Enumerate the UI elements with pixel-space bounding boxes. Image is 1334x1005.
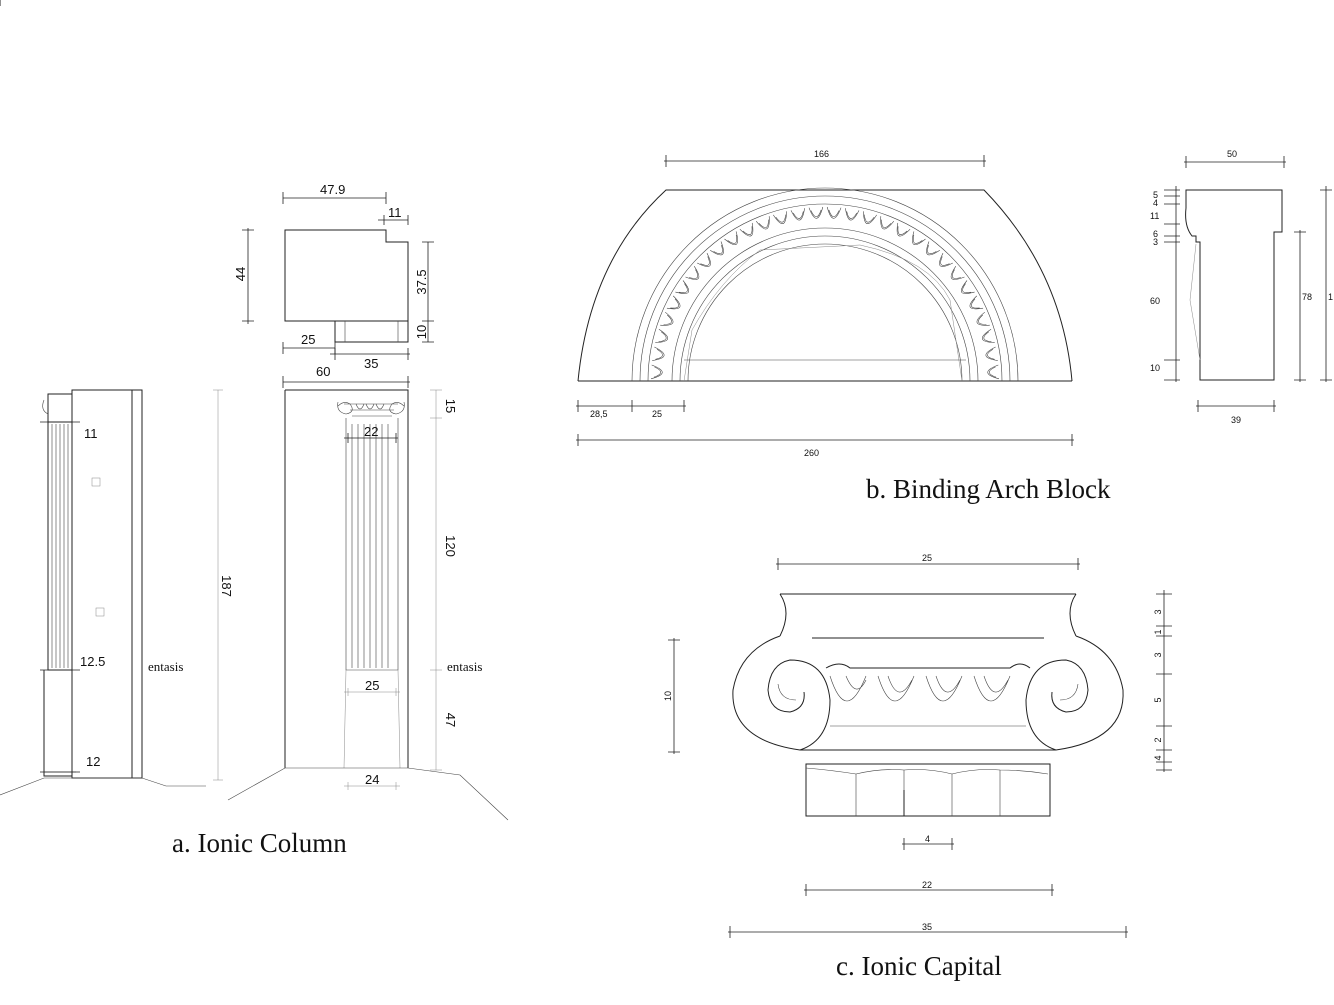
- dim-label: 4: [925, 834, 930, 844]
- dim-label: 25: [365, 678, 379, 693]
- dim-label: 10: [414, 325, 429, 339]
- dim-label: 11: [1150, 211, 1159, 221]
- column-top-view: 47.9 11 44 37.5 10 25 35: [233, 182, 434, 371]
- dim-label: 24: [365, 772, 379, 787]
- dim-label: 12.5: [80, 654, 105, 669]
- entasis-label: entasis: [148, 659, 183, 674]
- dim-label: 25: [301, 332, 315, 347]
- capital-view: 25 10 3 1 3 5 2 4 4 22 35: [663, 553, 1172, 938]
- arch-front-view: 166 28,5 25 260: [576, 149, 1074, 458]
- dim-label: 39: [1231, 415, 1241, 425]
- dim-label: 25: [922, 553, 932, 563]
- caption-binding-arch-block: b. Binding Arch Block: [866, 474, 1111, 504]
- dim-label: 47: [443, 713, 458, 727]
- dim-label: 11: [388, 205, 402, 220]
- dim-label: 12: [86, 754, 100, 769]
- egg-and-dart-ornament: [650, 206, 1000, 380]
- dim-label: 2: [1153, 737, 1163, 742]
- entasis-label: entasis: [447, 659, 482, 674]
- dim-label: 50: [1227, 149, 1237, 159]
- dim-label: 166: [814, 149, 829, 159]
- dim-label: 78: [1302, 292, 1312, 302]
- dim-label: 35: [922, 922, 932, 932]
- dim-label: 3: [1153, 652, 1163, 657]
- dim-label: 22: [922, 880, 932, 890]
- dim-label: 260: [804, 448, 819, 458]
- dim-label: 10: [1150, 363, 1160, 373]
- caption-ionic-column: a. Ionic Column: [172, 828, 347, 858]
- dim-label: 35: [364, 356, 378, 371]
- dim-label: 10: [663, 691, 673, 701]
- dim-label: 4: [1153, 198, 1158, 208]
- dim-label: 22: [364, 424, 378, 439]
- dim-label: 11: [84, 426, 98, 441]
- caption-ionic-capital: c. Ionic Capital: [836, 951, 1002, 981]
- dim-label: 28,5: [590, 409, 608, 419]
- dim-label: 37.5: [414, 269, 429, 294]
- dim-label: 25: [652, 409, 662, 419]
- dim-label: 6: [1153, 229, 1158, 239]
- dim-label: 4: [1153, 755, 1163, 760]
- dim-label: 44: [233, 267, 248, 281]
- column-side-view: 11 12.5 12 187 entasis: [0, 389, 234, 796]
- column-front-view: 60 15 22 120 25 47 24 entasis: [227, 364, 509, 821]
- dim-label: 60: [316, 364, 330, 379]
- dim-label: 47.9: [320, 182, 345, 197]
- dim-label: 187: [219, 575, 234, 597]
- dim-label: 120: [443, 535, 458, 557]
- dim-label: 5: [1153, 190, 1158, 200]
- dim-label: 1: [1328, 292, 1333, 302]
- dim-label: 60: [1150, 296, 1160, 306]
- arch-section-view: 50 5 4 11 6 3 60 10 78 1 39: [1150, 149, 1333, 425]
- dim-label: 3: [1153, 609, 1163, 614]
- dim-label: 15: [443, 399, 458, 413]
- dim-label: 5: [1153, 697, 1163, 702]
- dim-label: 3: [1153, 237, 1158, 247]
- dim-label: 1: [1153, 629, 1163, 634]
